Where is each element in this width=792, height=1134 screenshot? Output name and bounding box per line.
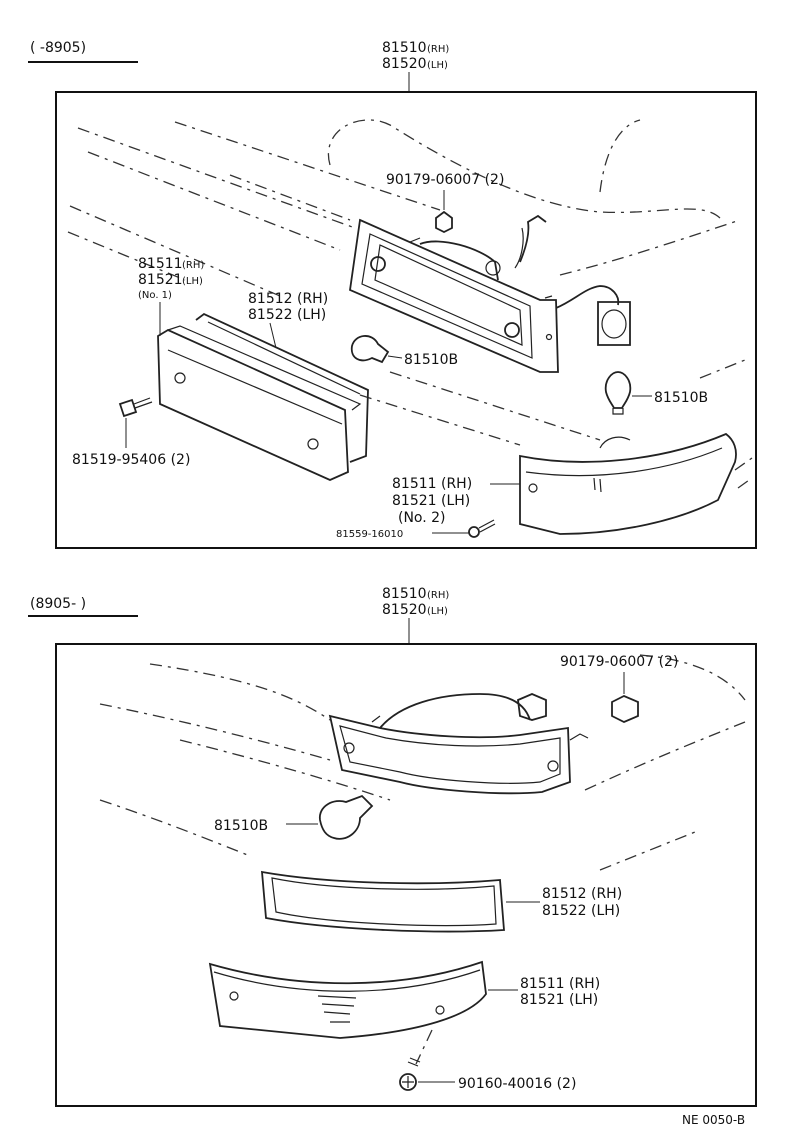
- top-gasket-label-2: 81522 (LH): [248, 307, 326, 323]
- top-section: ( -8905) 81510 (RH) 81520 (LH): [28, 40, 757, 549]
- top-gasket-label-1: 81512 (RH): [248, 291, 328, 307]
- bottom-bulb-label: 81510B: [214, 818, 268, 834]
- top-assembly-number-1: 81510: [382, 40, 427, 56]
- bottom-lens: [208, 960, 487, 1039]
- bottom-nut-label: 90179-06007 (2): [560, 654, 678, 670]
- bottom-assembly-tag-1: (RH): [427, 590, 449, 601]
- top-diagram-frame: [55, 91, 757, 549]
- bottom-gasket-label-2: 81522 (LH): [542, 903, 620, 919]
- top-side-lens-no1: [157, 312, 369, 481]
- top-date-range: ( -8905): [30, 40, 86, 56]
- bottom-screw-label: 90160-40016 (2): [458, 1076, 576, 1092]
- top-screw2-label: 81559-16010: [336, 529, 403, 540]
- bottom-assembly-number-2: 81520: [382, 602, 427, 618]
- bottom-date-range: (8905- ): [30, 596, 86, 612]
- bottom-lens-label-1: 81511 (RH): [520, 976, 600, 992]
- bottom-section: (8905- ) 81510 (RH) 81520 (LH): [28, 586, 757, 1107]
- bottom-assembly-tag-2: (LH): [427, 606, 448, 617]
- top-bulb-a-icon: [350, 335, 390, 364]
- top-lens-no2-label-1: 81511 (RH): [392, 476, 472, 492]
- top-bulb-a-leader: [387, 355, 403, 359]
- bottom-assembly-number-1: 81510: [382, 586, 427, 602]
- top-lens-no1-tag-2: (LH): [182, 276, 203, 287]
- bottom-diagram-frame: [55, 643, 757, 1107]
- bottom-bulb-icon: [319, 794, 374, 840]
- top-assembly-tag-1: (RH): [427, 44, 449, 55]
- top-screw-icon: [118, 397, 153, 418]
- top-bulb-a-label: 81510B: [404, 352, 458, 368]
- top-bulb-b-icon: [604, 371, 632, 415]
- top-bulb-b-label: 81510B: [654, 390, 708, 406]
- top-lens-no2-label-3: (No. 2): [398, 510, 446, 526]
- top-gasket-leader: [269, 322, 277, 349]
- top-lens-no1-number-2: 81521: [138, 272, 183, 288]
- top-lens-no1-number-3: (No. 1): [138, 290, 172, 301]
- top-lens-no2-label-2: 81521 (LH): [392, 493, 470, 509]
- figure-code: NE 0050-B: [682, 1113, 745, 1127]
- top-lens-no1-tag-1: (RH): [182, 260, 204, 271]
- top-assembly-number-2: 81520: [382, 56, 427, 72]
- top-lens-no1-number-1: 81511: [138, 256, 183, 272]
- bottom-nut-icon: [611, 672, 639, 723]
- top-nut-label: 90179-06007 (2): [386, 172, 504, 188]
- top-front-lens-no2: [519, 432, 737, 535]
- bottom-screw-icon: [399, 1029, 433, 1091]
- top-assembly-tag-2: (LH): [427, 60, 448, 71]
- bottom-lamp-housing: [328, 693, 589, 795]
- top-lamp-housing: [349, 214, 631, 373]
- top-screw-label: 81519-95406 (2): [72, 452, 190, 468]
- top-nut-icon: [435, 190, 453, 234]
- bottom-body-contours: [99, 654, 746, 871]
- bottom-gasket-label-1: 81512 (RH): [542, 886, 622, 902]
- bottom-gasket: [261, 870, 505, 933]
- top-screw2-icon: [468, 519, 496, 538]
- top-body-contours: [67, 119, 753, 489]
- bottom-lens-label-2: 81521 (LH): [520, 992, 598, 1008]
